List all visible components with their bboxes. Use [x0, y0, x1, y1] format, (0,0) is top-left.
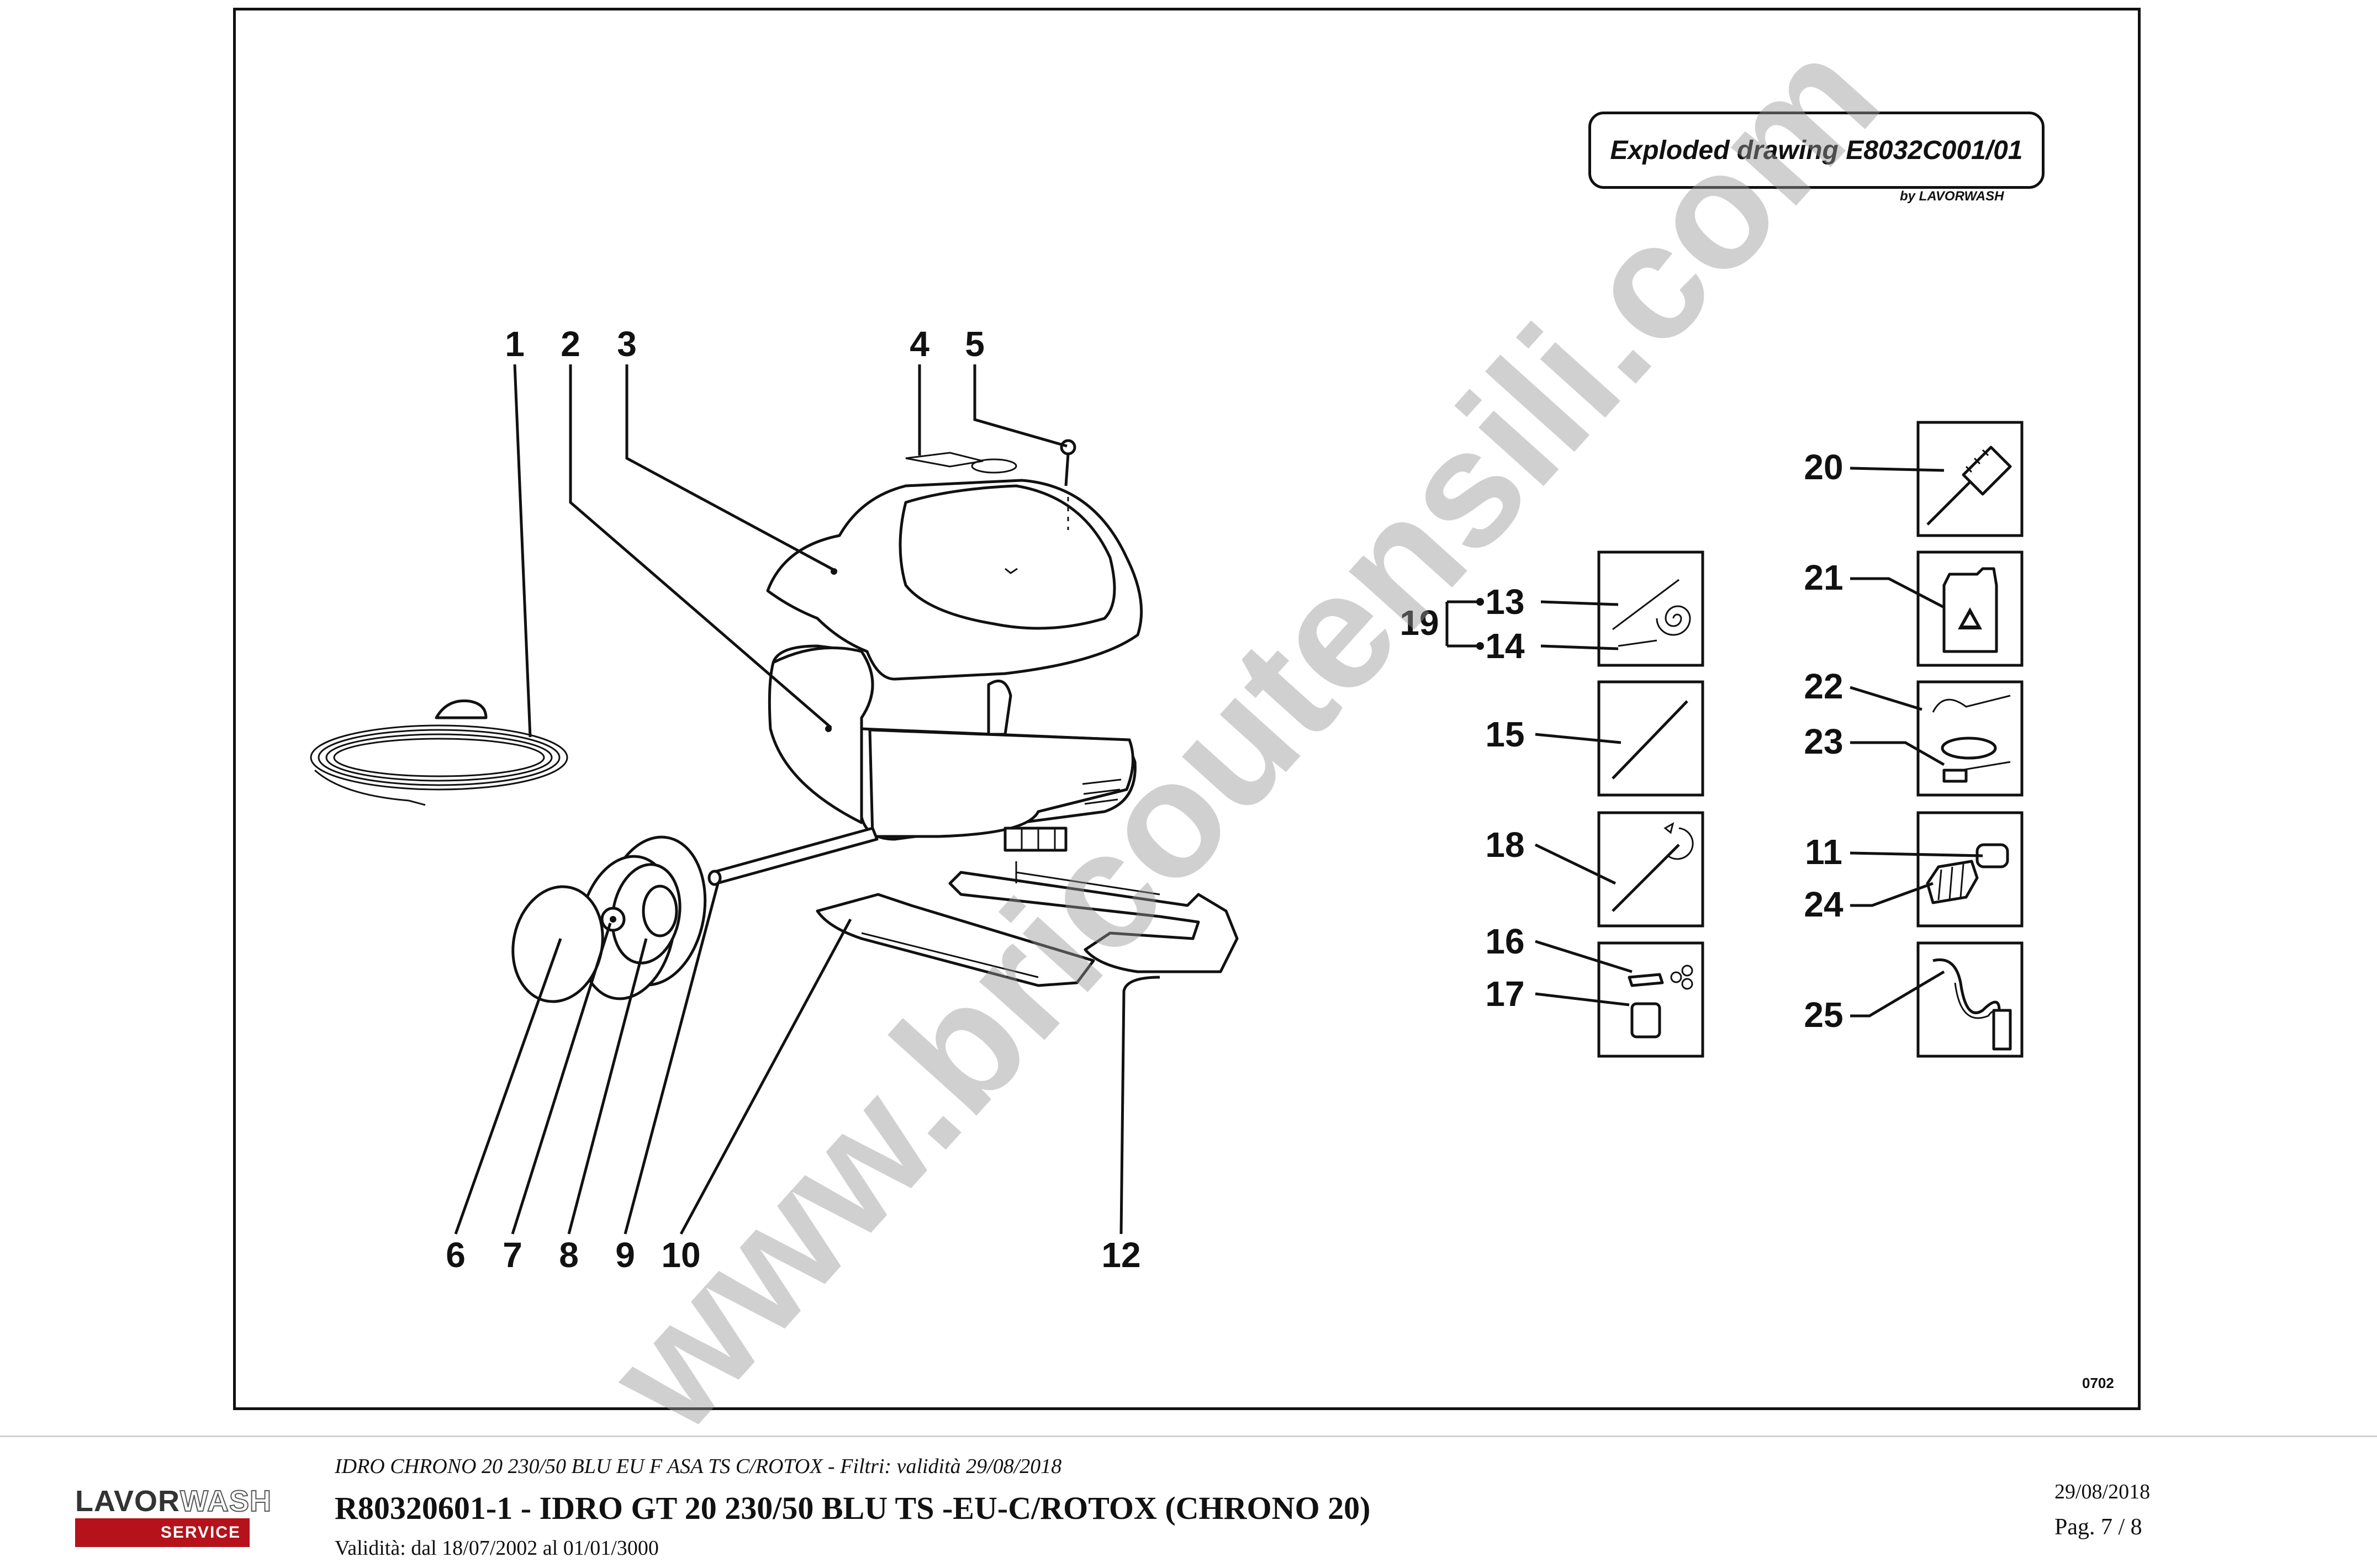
- part-power-cable: [310, 699, 568, 806]
- drawing-frame: [233, 8, 2141, 1410]
- part-label: [905, 452, 1017, 474]
- callout-14: 14: [1485, 626, 1525, 666]
- callout-21: 21: [1804, 558, 1843, 597]
- logo-service-band: SERVICE: [75, 1518, 250, 1547]
- part-bottom-plate: [816, 893, 1095, 987]
- footer-model-title: R80320601-1 - IDRO GT 20 230/50 BLU TS -…: [335, 1490, 1371, 1526]
- part-handle-frame: [948, 861, 1239, 973]
- footer-validity: Validità: dal 18/07/2002 al 01/01/3000: [335, 1537, 659, 1560]
- callout-18: 18: [1485, 825, 1524, 865]
- logo-text-wash: WASH: [179, 1484, 272, 1518]
- part-wheel-assembly: [511, 835, 707, 1003]
- part-body-base: [768, 644, 1137, 852]
- callout-numbers: 1 2 3 4 5 6 7 8 9 10 11 12 13 14 15 16 1…: [446, 324, 1844, 1275]
- callout-20: 20: [1804, 447, 1843, 487]
- part-axle: [707, 827, 879, 886]
- callout-19: 19: [1399, 603, 1439, 643]
- accessory-rotary-nozzle-icon: [1597, 811, 1704, 928]
- callout-16: 16: [1485, 921, 1524, 961]
- footer-date: 29/08/2018: [2054, 1480, 2151, 1503]
- callout-3: 3: [617, 324, 637, 364]
- callout-10: 10: [661, 1235, 700, 1275]
- part-screw: [1060, 439, 1076, 530]
- accessory-drain-hose-icon: [1916, 941, 2024, 1058]
- callout-6: 6: [446, 1235, 466, 1275]
- callout-13: 13: [1485, 582, 1524, 622]
- callout-2: 2: [561, 324, 580, 364]
- callout-9: 9: [615, 1235, 635, 1275]
- callout-12: 12: [1101, 1235, 1140, 1275]
- drawing-code: 0702: [2082, 1375, 2114, 1391]
- callout-11: 11: [1805, 832, 1842, 872]
- accessory-detergent-icon: [1916, 550, 2024, 667]
- drawing-byline: by LAVORWASH: [1900, 189, 2004, 204]
- callout-1: 1: [505, 324, 525, 364]
- callout-23: 23: [1804, 722, 1843, 761]
- callout-4: 4: [910, 324, 929, 364]
- logo-text-lavor: LAVOR: [75, 1485, 180, 1518]
- callout-8: 8: [559, 1235, 579, 1275]
- accessory-brush-icon: [1916, 421, 2024, 537]
- leader-lines: [454, 364, 1983, 1235]
- callout-24: 24: [1804, 884, 1844, 924]
- accessory-lance-icon: [1597, 680, 1704, 797]
- callout-15: 15: [1485, 714, 1524, 754]
- accessory-hose-icon: [1597, 550, 1704, 667]
- accessory-adapter-icon: [1916, 811, 2024, 928]
- part-upper-hood: [766, 479, 1143, 681]
- footer-page-number: Pag. 7 / 8: [2054, 1514, 2142, 1540]
- callout-7: 7: [503, 1235, 522, 1275]
- drawing-title-box: Exploded drawing E8032C001/01: [1588, 112, 2045, 189]
- callout-5: 5: [965, 324, 985, 364]
- drawing-title: Exploded drawing E8032C001/01: [1610, 135, 2023, 165]
- footer-filter-line: IDRO CHRONO 20 230/50 BLU EU F ASA TS C/…: [335, 1455, 1062, 1478]
- callout-25: 25: [1804, 995, 1843, 1035]
- callout-17: 17: [1485, 974, 1524, 1014]
- accessory-hose-kit-icon: [1916, 680, 2024, 797]
- accessory-nozzle-kit-icon: [1597, 941, 1704, 1058]
- callout-22: 22: [1804, 666, 1843, 706]
- footer-divider: [0, 1435, 2377, 1437]
